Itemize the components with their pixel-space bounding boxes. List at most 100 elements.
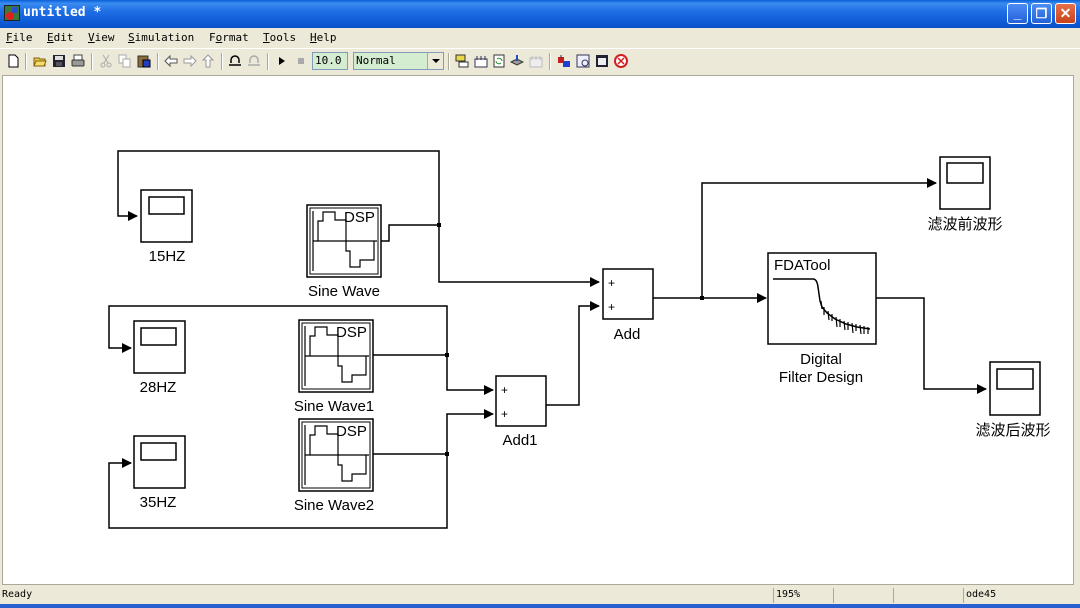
stop-simulation-icon[interactable] bbox=[294, 54, 308, 68]
up-arrow-icon[interactable] bbox=[201, 54, 215, 68]
sine-wave2-block[interactable]: DSP Sine Wave2 bbox=[294, 418, 374, 514]
signal-line-add1-to-add[interactable] bbox=[546, 301, 600, 406]
signal-line-to-35hz[interactable] bbox=[108, 454, 448, 529]
branch-point bbox=[445, 353, 449, 357]
debugger-icon[interactable] bbox=[576, 54, 590, 68]
menu-edit-accel: E bbox=[47, 31, 54, 44]
scope-screen-icon bbox=[946, 162, 984, 184]
signal-line-to-scope-before[interactable] bbox=[701, 178, 937, 298]
add-sum-block[interactable]: + + Add bbox=[602, 268, 654, 343]
signal-line-to-add-in1[interactable] bbox=[438, 225, 600, 287]
menu-tools-accel: T bbox=[263, 31, 270, 44]
add-label: Add bbox=[614, 326, 641, 343]
menu-help-rest: elp bbox=[316, 31, 337, 44]
menu-edit[interactable]: Edit bbox=[47, 31, 74, 44]
menu-format-f: F bbox=[209, 31, 216, 44]
sine-wave-label: Sine Wave bbox=[308, 283, 380, 300]
stop-sign-icon[interactable] bbox=[614, 54, 628, 68]
scope-block-35hz[interactable]: 35HZ bbox=[133, 435, 186, 511]
add1-label: Add1 bbox=[502, 432, 537, 449]
add1-sum-block[interactable]: + + Add1 bbox=[495, 375, 547, 449]
close-button[interactable]: ✕ bbox=[1055, 3, 1076, 24]
sine-wave-block[interactable]: DSP Sine Wave bbox=[306, 204, 382, 300]
menu-file[interactable]: File bbox=[6, 31, 33, 44]
open-folder-icon[interactable] bbox=[33, 54, 47, 68]
menu-help[interactable]: Help bbox=[310, 31, 337, 44]
maximize-button[interactable]: ❐ bbox=[1031, 3, 1052, 24]
signal-line-to-28hz[interactable] bbox=[108, 305, 448, 355]
window-title: untitled * bbox=[23, 5, 102, 20]
start-simulation-icon[interactable] bbox=[275, 54, 289, 68]
model-browser-icon[interactable] bbox=[557, 54, 571, 68]
block-diagram: 15HZ DSP Sine Wave 28HZ bbox=[108, 150, 1051, 529]
menu-edit-rest: dit bbox=[53, 31, 74, 44]
signal-line-to-add1-in1[interactable] bbox=[446, 355, 494, 395]
menu-format-accel: o bbox=[215, 31, 223, 44]
signal-line-to-15hz[interactable] bbox=[117, 150, 440, 225]
simulink-app-icon[interactable] bbox=[4, 5, 20, 21]
add-sign-2: + bbox=[608, 300, 615, 314]
branch-point bbox=[437, 223, 441, 227]
cut-icon[interactable] bbox=[99, 54, 113, 68]
branch-point bbox=[445, 452, 449, 456]
redo-icon[interactable] bbox=[247, 54, 261, 68]
menu-bar: File Edit View Simulation Format Tools H… bbox=[0, 28, 1080, 48]
copy-icon[interactable] bbox=[118, 54, 132, 68]
library-browser-icon[interactable] bbox=[510, 54, 524, 68]
status-cell-3 bbox=[893, 588, 963, 603]
scope-block-after-filter[interactable]: 滤波后波形 bbox=[975, 361, 1051, 439]
scope-block-before-filter[interactable]: 滤波前波形 bbox=[927, 156, 1003, 233]
filter-response-icon bbox=[773, 278, 871, 330]
save-icon[interactable] bbox=[52, 54, 66, 68]
update-diagram-icon[interactable] bbox=[474, 54, 488, 68]
menu-view[interactable]: View bbox=[88, 31, 115, 44]
simulation-mode-select[interactable]: Normal bbox=[353, 52, 444, 70]
print-icon[interactable] bbox=[71, 54, 85, 68]
scope-screen-icon bbox=[996, 368, 1034, 390]
back-arrow-icon[interactable] bbox=[164, 54, 178, 68]
toolbar-separator bbox=[221, 53, 223, 70]
new-model-icon[interactable] bbox=[6, 54, 20, 68]
stop-time-input[interactable]: 10.0 bbox=[312, 52, 348, 70]
fdatool-title: FDATool bbox=[774, 257, 830, 274]
profiler-icon[interactable] bbox=[595, 54, 609, 68]
scope-block-15hz[interactable]: 15HZ bbox=[140, 189, 193, 265]
add-sign-1: + bbox=[608, 276, 615, 290]
status-bar: Ready 195% ode45 bbox=[0, 587, 1080, 604]
menu-simulation[interactable]: Simulation bbox=[128, 31, 194, 44]
scope-block-28hz[interactable]: 28HZ bbox=[133, 320, 186, 396]
scope-28hz-label: 28HZ bbox=[140, 379, 177, 396]
toolbar-separator bbox=[157, 53, 159, 70]
sine-wave1-label: Sine Wave1 bbox=[294, 398, 374, 415]
signal-line-to-scope-after[interactable] bbox=[876, 297, 987, 394]
menu-tools-rest: ools bbox=[269, 31, 297, 44]
toolbar-separator bbox=[267, 53, 269, 70]
menu-view-rest: iew bbox=[94, 31, 115, 44]
add1-sign-1: + bbox=[501, 383, 508, 397]
menu-tools[interactable]: Tools bbox=[263, 31, 296, 44]
forward-arrow-icon[interactable] bbox=[183, 54, 197, 68]
signal-line-to-add1-in2[interactable] bbox=[446, 409, 494, 454]
signal-line-sine-wave[interactable] bbox=[381, 224, 439, 242]
status-zoom: 195% bbox=[773, 588, 833, 603]
add1-sign-2: + bbox=[501, 407, 508, 421]
build-icon[interactable] bbox=[455, 54, 469, 68]
sine-wave1-block[interactable]: DSP Sine Wave1 bbox=[294, 319, 374, 415]
minimize-button[interactable]: _ bbox=[1007, 3, 1028, 24]
fdatool-label-line1: Digital bbox=[800, 351, 842, 368]
toolbar-separator bbox=[448, 53, 450, 70]
filter-ripple-icon bbox=[820, 300, 869, 335]
paste-icon[interactable] bbox=[137, 54, 151, 68]
scope-35hz-label: 35HZ bbox=[140, 494, 177, 511]
chevron-down-icon[interactable] bbox=[427, 53, 443, 69]
dsp-sine-icon bbox=[312, 211, 377, 271]
fdatool-filter-block[interactable]: FDATool Digital Filter Design bbox=[767, 252, 877, 386]
model-canvas[interactable]: 15HZ DSP Sine Wave 28HZ bbox=[2, 75, 1074, 585]
model-explorer-icon[interactable] bbox=[529, 54, 543, 68]
undo-icon[interactable] bbox=[228, 54, 242, 68]
menu-file-accel: F bbox=[6, 31, 13, 44]
sine-wave1-dsp-tag: DSP bbox=[336, 324, 367, 341]
refresh-icon[interactable] bbox=[492, 54, 506, 68]
sine-wave-dsp-tag: DSP bbox=[344, 209, 375, 226]
menu-format[interactable]: Format bbox=[209, 31, 249, 44]
